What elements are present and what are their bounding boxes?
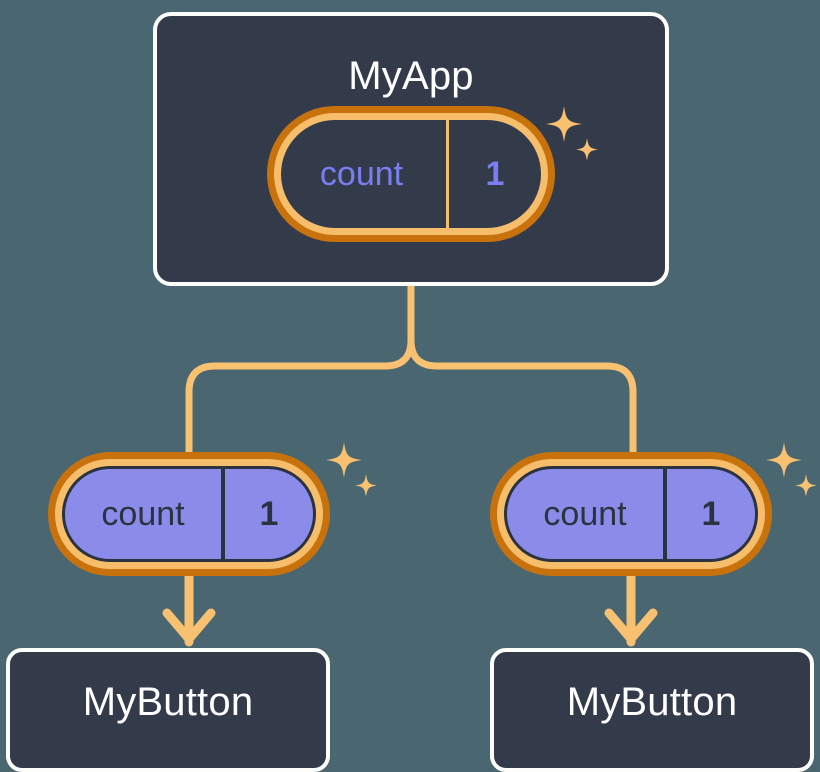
signal-name-label: count [543,495,627,533]
pill-core: count 1 [281,120,541,228]
arrowhead-right-icon [604,608,658,644]
arrowhead-left-icon [162,608,216,644]
signal-value-label: 1 [446,120,541,228]
pill-core: count 1 [62,466,316,562]
signal-value-label: 1 [221,469,313,559]
node-mybutton-right-title: MyButton [566,680,738,724]
pill-core: count 1 [504,466,758,562]
node-mybutton-right[interactable]: MyButton [490,648,814,772]
signal-value-label: 1 [663,469,755,559]
signal-pill-myapp[interactable]: count 1 [267,106,555,242]
signal-name-label: count [319,155,404,193]
connector-root-to-branches [185,282,415,456]
node-mybutton-left[interactable]: MyButton [6,648,330,772]
node-myapp-title: MyApp [348,54,474,98]
signal-pill-branch-left[interactable]: count 1 [48,452,330,576]
signal-name-label: count [101,495,185,533]
node-mybutton-left-title: MyButton [82,680,254,724]
signal-pill-branch-right[interactable]: count 1 [490,452,772,576]
connector-root-to-branches-right [407,336,637,456]
